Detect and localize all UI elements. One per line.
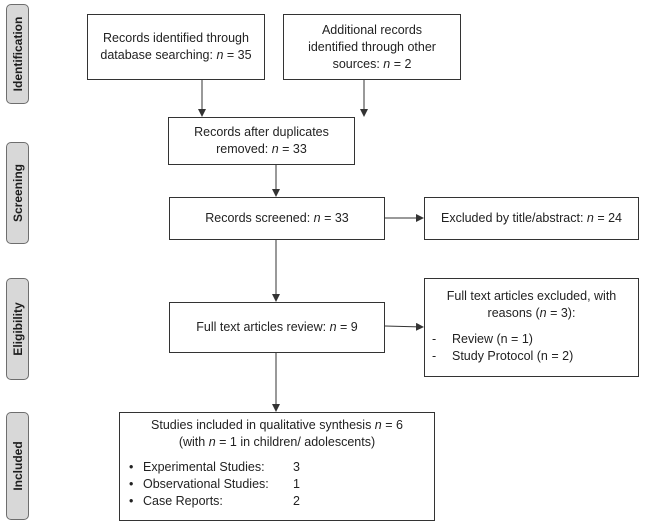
- list-item: -Review (n = 1): [432, 332, 533, 346]
- phase-included: Included: [6, 412, 29, 520]
- list-item: -Study Protocol (n = 2): [432, 349, 574, 363]
- full-text-review-box: Full text articles review: n = 9: [169, 302, 385, 353]
- database-records-box: Records identified through database sear…: [87, 14, 265, 80]
- box-line: (with n = 1 in children/ adolescents): [178, 435, 376, 449]
- list-item: •Case Reports:2: [129, 494, 300, 508]
- excluded-title-abstract-box: Excluded by title/abstract: n = 24: [424, 197, 639, 240]
- list-item: •Experimental Studies:3: [129, 460, 300, 474]
- box-line: identified through other: [308, 39, 436, 54]
- box-line: Records identified through: [103, 31, 249, 45]
- box-line: removed: n = 33: [216, 142, 307, 156]
- phase-identification: Identification: [6, 4, 29, 104]
- exclusion-reasons-list: -Review (n = 1) -Study Protocol (n = 2): [425, 331, 573, 365]
- duplicates-removed-box: Records after duplicates removed: n = 33: [168, 117, 355, 165]
- phase-screening: Screening: [6, 142, 29, 244]
- box-line: database searching: n = 35: [100, 48, 252, 62]
- full-text-excluded-box: Full text articles excluded, with reason…: [424, 278, 639, 377]
- box-line: reasons (n = 3):: [487, 306, 576, 320]
- box-line: Excluded by title/abstract: n = 24: [440, 211, 622, 225]
- box-line: Studies included in qualitative synthesi…: [151, 418, 403, 432]
- other-sources-box: Additional records identified through ot…: [283, 14, 461, 80]
- study-types-list: •Experimental Studies:3 •Observational S…: [120, 459, 300, 510]
- box-line: Records screened: n = 33: [205, 211, 349, 225]
- box-line: Full text articles excluded, with: [446, 289, 617, 303]
- box-line: Additional records: [321, 22, 423, 37]
- phase-eligibility: Eligibility: [6, 278, 29, 380]
- box-line: Records after duplicates: [194, 125, 329, 139]
- records-screened-box: Records screened: n = 33: [169, 197, 385, 240]
- box-line: sources: n = 2: [332, 56, 412, 71]
- box-line: Full text articles review: n = 9: [196, 320, 358, 334]
- list-item: •Observational Studies:1: [129, 477, 300, 491]
- arrow-fulltext-to-excluded: [384, 322, 424, 331]
- studies-included-box: Studies included in qualitative synthesi…: [119, 412, 435, 521]
